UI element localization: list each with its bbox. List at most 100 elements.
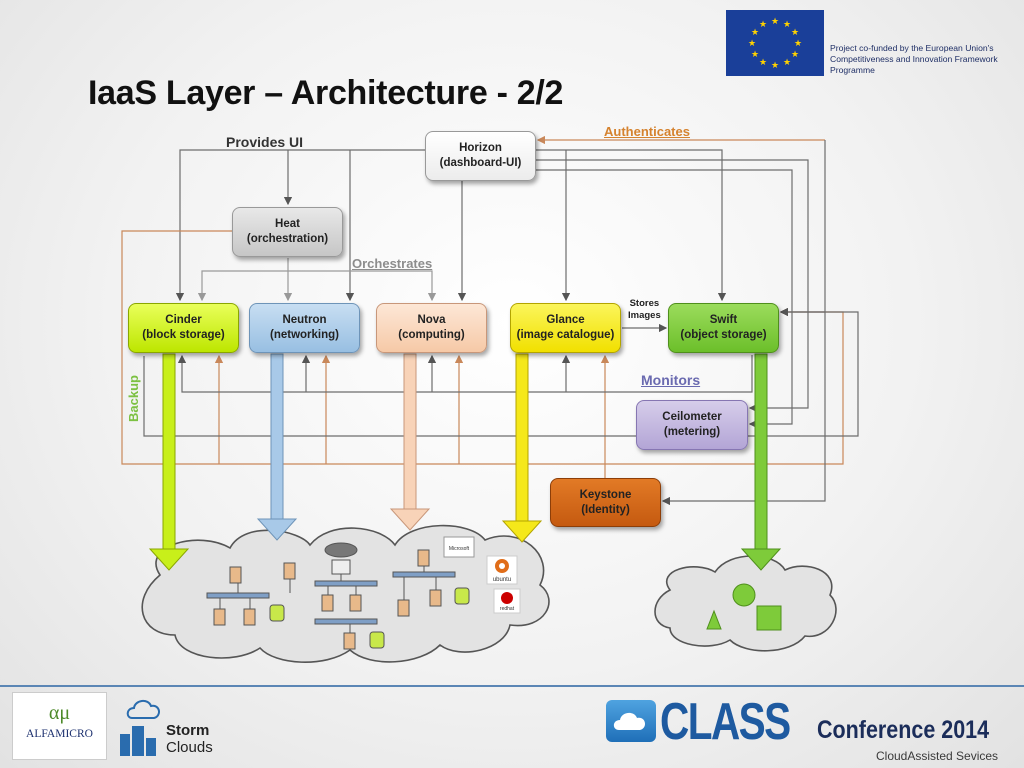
alfamicro-symbol: αμ [48,702,71,724]
os-logos: Microsoft ubuntu redhat [443,536,521,614]
orchestrates-label: Orchestrates [352,256,433,271]
svg-text:★: ★ [748,38,756,48]
cinder-down-arrow [148,353,190,571]
microsoft-logo-label: Microsoft [449,546,470,552]
stormclouds-name: Storm Clouds [166,722,213,756]
neutron-down-arrow [256,353,298,541]
microsoft-logo-icon [443,536,475,558]
backup-label: Backup [126,375,141,422]
server-icon [321,594,334,612]
nova-down-arrow [389,353,431,531]
storm-word: Storm [166,722,210,739]
compute-cloud [141,524,550,663]
glance-title: Glance [546,314,585,326]
footer-divider [0,685,1024,687]
svg-text:★: ★ [791,49,799,59]
clouds-word: Clouds [166,739,213,756]
glance-down-arrow [501,353,543,543]
tagline-label: CloudAssisted Sevices [876,749,999,763]
server-icon [283,562,296,580]
nova-subtitle: (computing) [398,329,465,341]
alfamicro-logo: αμ ALFAMICRO [12,692,107,760]
svg-text:★: ★ [791,27,799,37]
slide-title: IaaS Layer – Architecture - 2/2 [88,74,564,112]
glance-node: Glance (image catalogue) [510,303,621,353]
ubuntu-logo-label: ubuntu [493,577,511,583]
svg-text:★: ★ [783,19,791,29]
neutron-title: Neutron [282,314,327,326]
server-icon [213,608,226,626]
svg-text:★: ★ [751,49,759,59]
swift-node: Swift (object storage) [668,303,779,353]
heat-node: Heat (orchestration) [232,207,343,257]
keystone-node: Keystone (Identity) [550,478,661,527]
neutron-subtitle: (networking) [270,329,339,341]
horizon-title: Horizon [459,142,502,154]
keystone-subtitle: (Identity) [581,503,630,516]
alfamicro-name: ALFAMICRO [26,728,93,740]
server-icon [349,594,362,612]
stormclouds-logo: Storm Clouds [118,692,228,760]
svg-text:★: ★ [783,57,791,67]
neutron-node: Neutron (networking) [249,303,360,353]
images-label: Images [628,309,661,321]
server-icon [417,549,430,567]
svg-text:★: ★ [771,60,779,70]
svg-text:★: ★ [751,27,759,37]
disk-icon [454,587,470,605]
heat-subtitle: (orchestration) [246,233,329,245]
network-bar [206,592,270,599]
authenticates-label: Authenticates [604,124,690,139]
compute-cloud-contents [206,542,470,650]
provides-ui-label: Provides UI [226,134,304,150]
architecture-diagram: Microsoft ubuntu redhat [121,135,859,663]
storm-cloud-icon [120,700,160,756]
ceilometer-subtitle: (metering) [663,426,721,438]
disk-icon [369,631,385,649]
cinder-title: Cinder [165,314,202,326]
provides-ui-connectors [175,149,727,302]
cinder-node: Cinder (block storage) [128,303,239,353]
orchestrates-connectors [197,258,437,302]
glance-subtitle: (image catalogue) [516,329,615,341]
server-icon [343,632,356,650]
server-icon [429,589,442,607]
svg-text:★: ★ [759,19,767,29]
network-bar [314,618,378,625]
storage-cloud-shapes [706,583,782,631]
class-cloud-icon [606,700,656,742]
nova-title: Nova [417,314,446,326]
router-icon [324,542,358,581]
disk-icon [269,604,285,622]
ceilometer-title: Ceilometer [662,411,722,423]
network-bar [314,580,378,587]
svg-text:★: ★ [794,38,802,48]
triangle-object-icon [706,609,722,630]
swift-down-arrow [740,353,782,571]
network-bar [392,571,456,578]
eu-flag-logo: ★ ★ ★ ★ ★ ★ ★ ★ ★ ★ ★ ★ [726,10,824,76]
server-icon [397,599,410,617]
eu-funding-text: Project co-funded by the European Union'… [830,43,998,75]
svg-text:★: ★ [771,16,779,26]
horizon-subtitle: (dashboard-UI) [439,157,522,169]
ceilometer-node: Ceilometer (metering) [636,400,748,450]
server-icon [243,608,256,626]
eu-stars: ★ ★ ★ ★ ★ ★ ★ ★ ★ ★ ★ ★ [748,16,802,70]
redhat-logo-label: redhat [500,606,515,612]
class-logo-text: CLASS [660,693,791,751]
monitors-connectors [143,140,859,506]
svg-text:★: ★ [759,57,767,67]
server-icon [229,566,242,584]
conference-label: Conference 2014 [817,716,990,744]
horizon-node: Horizon (dashboard-UI) [425,131,536,181]
keystone-title: Keystone [579,488,632,501]
heat-title: Heat [275,218,300,230]
swift-title: Swift [709,314,738,326]
cinder-subtitle: (block storage) [142,329,225,341]
nova-node: Nova (computing) [376,303,487,353]
circle-object-icon [732,583,756,607]
square-object-icon [756,605,782,631]
stores-label: Stores [629,298,660,309]
monitors-label: Monitors [641,372,701,388]
